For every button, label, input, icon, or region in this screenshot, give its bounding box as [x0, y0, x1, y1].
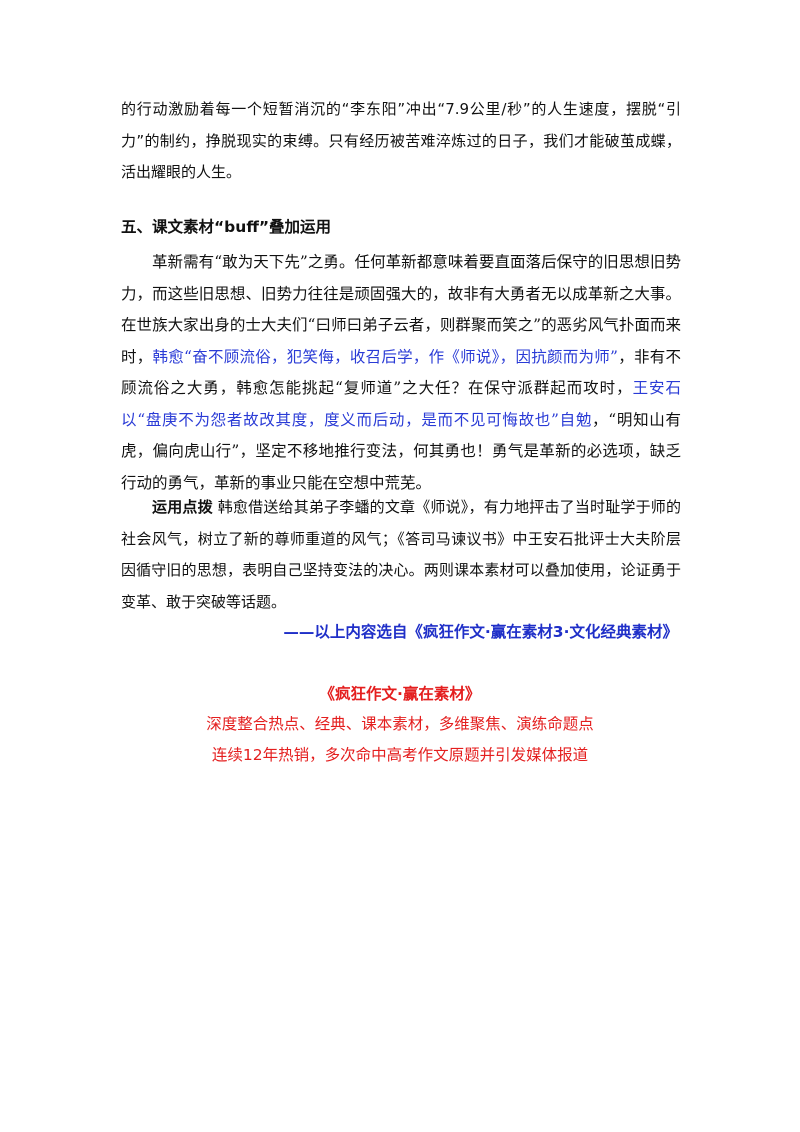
ad-line-1: 深度整合热点、经典、课本素材，多维聚焦、演练命题点: [206, 715, 594, 733]
usage-tip-text: 韩愈借送给其弟子李蟠的文章《师说》，有力地抨击了当时耻学于师的社会风气，树立了新…: [121, 498, 681, 611]
section-paragraph: 革新需有“敢为天下先”之勇。任何革新都意味着要直面落后保守的旧思想旧势力，而这些…: [121, 247, 681, 499]
usage-tip-label: 运用点拨: [152, 498, 213, 516]
han-yu-quote: 韩愈“奋不顾流俗，犯笑侮，收召后学，作《师说》，因抗颜而为师”: [152, 347, 618, 366]
section-heading: 五、课文素材“buff”叠加运用: [121, 218, 332, 236]
paragraph-text-a: 革新需有“敢为天下先”之勇。任何革新都意味着要直面落后保守的旧思想旧势力，而这些…: [121, 253, 681, 366]
paragraph-text-c: ，非有不顾流俗之大勇，韩愈怎能挑起“复师道”之大任？在保守派群起而攻时，: [121, 347, 681, 398]
wang-anshi-quote: 王安石以“盘庚不为怨者故改其度，度义而后动，是而不见可悔故也”自勉: [121, 379, 681, 429]
source-citation: ——以上内容选自《疯狂作文·赢在素材3·文化经典素材》: [283, 623, 678, 641]
paragraph-text-e: ，“明知山有虎，偏向虎山行”，坚定不移地推行变法，何其勇也！勇气是革新的必选项，…: [121, 410, 681, 492]
ad-title: 《疯狂作文·赢在素材》: [319, 685, 481, 703]
intro-paragraph: 的行动激励着每一个短暂消沉的“李东阳”冲出“7.9公里/秒”的人生速度，摆脱“引…: [121, 100, 681, 181]
ad-line-2: 连续12年热销，多次命中高考作文原题并引发媒体报道: [211, 746, 589, 764]
usage-tip-paragraph: 运用点拨 韩愈借送给其弟子李蟠的文章《师说》，有力地抨击了当时耻学于师的社会风气…: [121, 492, 681, 618]
